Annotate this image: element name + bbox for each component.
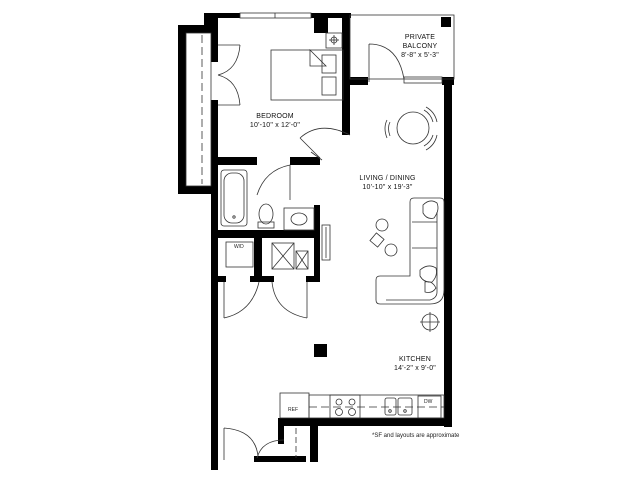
side-table-3 [384, 243, 398, 257]
sectional-sofa [375, 197, 445, 305]
bedroom-window [239, 12, 312, 19]
wall-bath-right [314, 205, 320, 235]
living-label: LIVING / DINING 10'-10" x 19'-3" [345, 174, 430, 192]
cushion-2 [419, 265, 437, 283]
wall-bedroom-topright [314, 13, 328, 33]
balcony-name-2: BALCONY [402, 43, 438, 50]
wall-closets-right [314, 230, 320, 282]
sink-basin-1 [384, 397, 397, 416]
refrigerator-label: REF [288, 407, 298, 413]
balcony-outline [349, 14, 455, 80]
cooktop [329, 394, 361, 419]
wall-bedroom-top-left-seg [204, 13, 240, 18]
toilet-tank [257, 221, 275, 229]
pillow-2 [321, 76, 337, 96]
wall-balcony-step [342, 77, 368, 85]
closet-door-swing-upper [217, 44, 241, 76]
closet-door-swing-lower [217, 74, 241, 106]
pantry-door-swing [256, 439, 285, 459]
wall-kitchen-bottom [278, 418, 452, 426]
bedroom-name: BEDROOM [256, 113, 294, 120]
wall-closet-bottom [178, 186, 218, 194]
balcony-label: PRIVATE BALCONY 8'-8" x 5'-3" [385, 33, 455, 60]
vanity [283, 207, 315, 231]
dining-table [396, 111, 430, 145]
water-heater [271, 242, 295, 270]
dishwasher-label: DW [424, 399, 433, 405]
wall-bedroom-right-lower [342, 85, 350, 135]
dining-chair-3 [423, 134, 438, 151]
living-name: LIVING / DINING [359, 175, 416, 182]
cushion-1 [422, 200, 439, 219]
closet-outline [185, 32, 212, 187]
wall-closet-left [178, 25, 186, 193]
footnote: *SF and layouts are approximate [372, 433, 460, 439]
entry-door-swing [223, 427, 259, 460]
wd-door-swing [223, 281, 260, 319]
dining-chair-1 [423, 106, 438, 123]
wall-bedroom-top-right-seg [311, 13, 351, 18]
wall-shelf [321, 224, 331, 261]
wall-closets-bottom-r [306, 276, 320, 282]
kitchen-label: KITCHEN 14'-2" x 9'-0" [385, 355, 445, 373]
wall-bedroom-right-upper [342, 13, 350, 89]
washer-dryer [225, 241, 254, 268]
balcony-post [441, 17, 451, 27]
wall-bath-bottom [211, 230, 320, 238]
bedroom-door-swing [299, 127, 351, 159]
wall-entry-bottom [254, 456, 306, 462]
wall-pantry-right [310, 418, 318, 462]
wall-right [444, 77, 452, 427]
wall-closets-bottom-m [250, 276, 274, 282]
mech-unit [295, 250, 309, 270]
wall-closet-top [178, 25, 208, 33]
kitchen-dims: 14'-2" x 9'-0" [394, 365, 436, 372]
balcony-name: PRIVATE [404, 34, 436, 41]
balcony-slider [403, 76, 443, 84]
toilet-bowl [258, 203, 274, 225]
washer-dryer-label: W/D [234, 244, 244, 250]
bed [270, 49, 344, 101]
side-table-2 [369, 232, 385, 248]
wall-bath-top-right [290, 157, 320, 165]
bath-door-swing [256, 164, 291, 200]
bathtub [220, 169, 248, 227]
balcony-dims: 8'-8" x 5'-3" [401, 52, 439, 59]
dining-chair-2 [384, 119, 391, 139]
wall-bedroom-left-lower [211, 100, 218, 160]
living-dims: 10'-10" x 19'-3" [362, 184, 413, 191]
kitchen-name: KITCHEN [398, 356, 432, 363]
sink [290, 212, 308, 226]
sink-basin-2 [397, 397, 413, 416]
bedroom-label: BEDROOM 10'-10" x 12'-0" [235, 112, 315, 130]
nightstand [325, 32, 343, 49]
bedroom-dims: 10'-10" x 12'-0" [249, 122, 301, 129]
wall-bath-left [211, 157, 218, 287]
side-table-1 [375, 218, 389, 232]
counter [308, 394, 445, 419]
wall-bath-top-left [211, 157, 257, 165]
refrigerator [279, 392, 310, 419]
wall-left-lower [211, 280, 218, 470]
balcony-door-swing [368, 43, 405, 82]
mech-door-swing [271, 281, 308, 319]
structural-column [314, 344, 327, 357]
wall-closets-bottom-l [211, 276, 226, 282]
wall-entry-right [278, 418, 284, 444]
wall-closet-divider [254, 230, 262, 282]
dishwasher [417, 395, 442, 419]
pillow-1 [321, 54, 337, 74]
wall-bedroom-left [211, 22, 218, 62]
